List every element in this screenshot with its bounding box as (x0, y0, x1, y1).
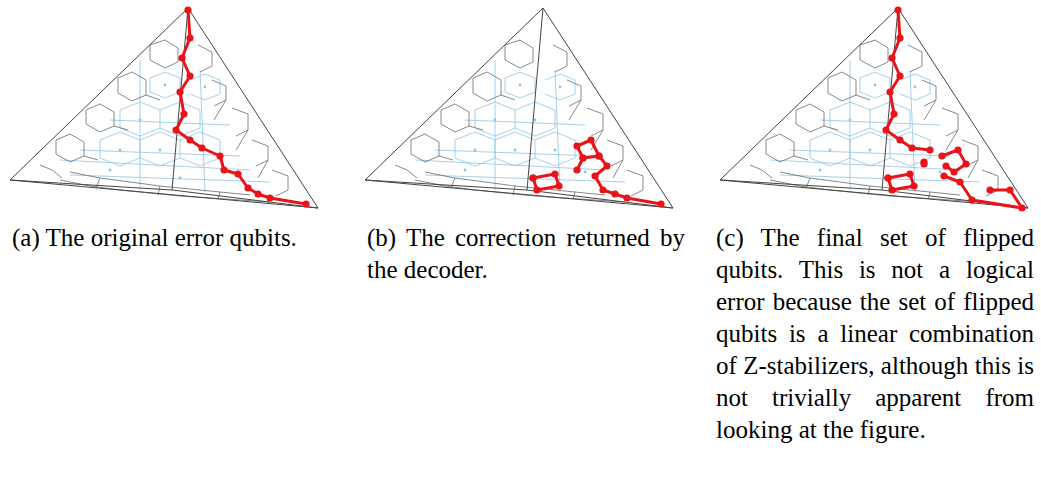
qubit-dot (573, 142, 580, 149)
qubit-dot (896, 34, 903, 41)
qubit-dot (186, 136, 193, 143)
qubit-dot (962, 160, 969, 167)
qubit-dot (180, 110, 187, 117)
qubit-dot (896, 72, 903, 79)
qubit-dot (938, 152, 945, 159)
qubit-dot (882, 126, 889, 133)
qubit-dot (890, 110, 897, 117)
flipped-qubits-path (882, 6, 1025, 211)
qubit-dot (906, 170, 913, 177)
qubit-dot (579, 154, 586, 161)
qubit-dot (894, 6, 901, 13)
qubit-dot (595, 152, 602, 159)
qubit-dot (529, 174, 536, 181)
correction-path (529, 136, 664, 207)
qubit-dot (926, 146, 933, 153)
qubit-dot (920, 160, 927, 167)
qubit-dot (587, 136, 594, 143)
qubit-dot (611, 190, 618, 197)
qubit-dot (573, 166, 580, 173)
qubit-dot (884, 174, 891, 181)
figure-caption: (a) The original error qubits. (12, 222, 330, 254)
qubit-dot (1018, 204, 1025, 211)
figure-caption: (b) The correction returned by the decod… (367, 222, 685, 286)
qubit-dot (599, 186, 606, 193)
qubit-dot (178, 54, 185, 61)
qubit-dot (254, 190, 261, 197)
qubit-dot (1006, 186, 1013, 193)
qubit-dot (186, 72, 193, 79)
qubit-dot (198, 144, 205, 151)
figure-caption: (c) The final set of flipped qubits. Thi… (716, 222, 1034, 446)
qubit-dot (266, 194, 273, 201)
qubit-dot (591, 172, 598, 179)
qubit-dot (896, 136, 903, 143)
qubit-dot (302, 200, 309, 207)
qubit-dot (216, 152, 223, 159)
qubit-dot (579, 154, 586, 161)
qubit-dot (184, 6, 191, 13)
qubit-dot (886, 88, 893, 95)
qubit-dot (551, 170, 558, 177)
qubit-dot (186, 34, 193, 41)
qubit-dot (968, 196, 975, 203)
qubit-dot (888, 54, 895, 61)
qubit-dot (172, 126, 179, 133)
qubit-dot (942, 162, 949, 169)
qubit-dot (176, 88, 183, 95)
qubit-dot (555, 182, 562, 189)
qubit-dot (234, 170, 241, 177)
qubit-dot (888, 186, 895, 193)
qubit-dot (884, 174, 891, 181)
qubit-dot (657, 200, 664, 207)
qubit-dot (244, 184, 251, 191)
qubit-dot (595, 152, 602, 159)
qubit-dot (956, 178, 963, 185)
error-path (172, 6, 309, 207)
qubit-dot (533, 186, 540, 193)
qubit-dot (954, 146, 961, 153)
qubit-dot (908, 144, 915, 151)
qubit-dot (950, 168, 957, 175)
qubit-dot (910, 182, 917, 189)
qubit-dot (529, 174, 536, 181)
color-code-illustration (0, 0, 335, 215)
qubit-dot (603, 162, 610, 169)
qubit-dot (220, 166, 227, 173)
color-code-illustration (710, 0, 1041, 215)
qubit-dot (940, 172, 947, 179)
color-code-illustration (355, 0, 690, 215)
qubit-dot (623, 194, 630, 201)
qubit-dot (986, 186, 993, 193)
